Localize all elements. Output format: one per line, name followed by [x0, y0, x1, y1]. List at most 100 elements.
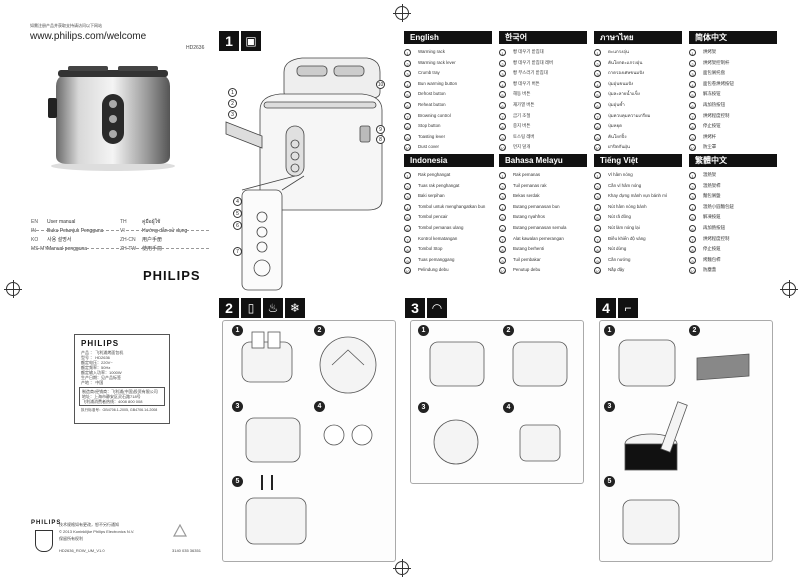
footer-note-3: 保留所有权利: [59, 536, 83, 541]
callout-4: 4: [233, 197, 242, 206]
toaster-icon: ▣: [241, 31, 261, 51]
divider-line: [31, 248, 209, 249]
section-title: ภาษาไทย: [594, 31, 682, 44]
toaster-diagram: [225, 57, 383, 291]
recycle-icon: [172, 524, 188, 537]
card-row: 型号 ： HD2636: [81, 355, 110, 360]
step-1-badge: 1: [219, 31, 239, 51]
card-row: 产品 ： 飞利浦烤面包机: [81, 350, 124, 355]
callout-6: 6: [233, 221, 242, 230]
snowflake-icon: ❄: [285, 298, 305, 318]
header-url[interactable]: www.philips.com/welcome: [30, 31, 147, 42]
registration-mark-left: [4, 280, 22, 298]
bread-icon: ♨: [263, 298, 283, 318]
card-row: 额定频率：50Hz: [81, 365, 111, 370]
callout-5: 5: [233, 209, 242, 218]
step-3-badge: 3: [405, 298, 425, 318]
callout-1: 1: [228, 88, 237, 97]
callout-2: 2: [228, 99, 237, 108]
card-row: 额定电压：220V~: [81, 360, 113, 365]
section-title: Bahasa Melayu: [499, 154, 587, 167]
section-title: 简体中文: [689, 31, 777, 44]
sub-step-badge: 5: [604, 476, 615, 487]
sub-step-badge: 5: [232, 476, 243, 487]
philips-logo: PHILIPS: [143, 268, 201, 283]
section-title: 繁體中文: [689, 154, 777, 167]
header-tiny-text: 如需注册产品并获取支持请访问以下网站: [30, 23, 102, 28]
step-2-badge: 2: [219, 298, 239, 318]
registration-mark-bottom: [393, 559, 411, 577]
card-manufacturer: 制造商/经销商：飞利浦(中国)投资有限公司: [82, 389, 158, 394]
card-address: 地址：上海市静安区灵石路718号: [82, 394, 141, 399]
step-3-illustrations: [429, 341, 568, 465]
sub-step-badge: 4: [503, 402, 514, 413]
sub-step-badge: 1: [604, 325, 615, 336]
reheat-icon: ◠: [427, 298, 447, 318]
sub-step-badge: 1: [232, 325, 243, 336]
